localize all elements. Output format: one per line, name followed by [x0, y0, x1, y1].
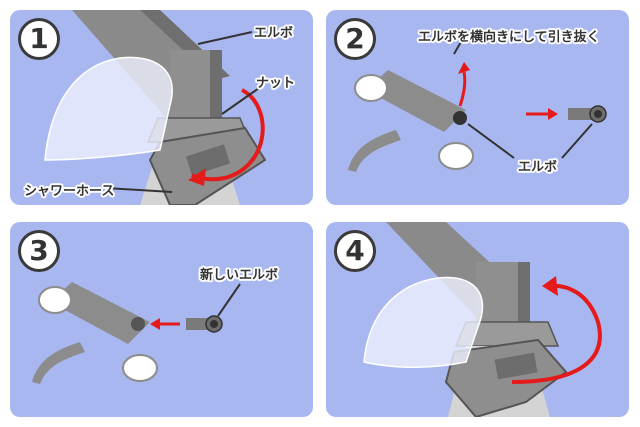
- wrench: [444, 338, 568, 417]
- step-number-badge: 1: [18, 18, 60, 60]
- elbow-port: [131, 317, 145, 331]
- elbow-pipe-shade: [210, 50, 222, 130]
- label-shower-hose: シャワーホース: [24, 184, 115, 199]
- step-1-illustration: [44, 10, 267, 205]
- label-new-elbow: 新しいエルボ: [200, 268, 279, 283]
- leader-elbow-right: [561, 123, 593, 159]
- step-4-illustration: [363, 222, 602, 417]
- label-nut: ナット: [256, 76, 296, 91]
- leader-instruction: [453, 39, 463, 55]
- new-elbow-hole: [210, 320, 218, 328]
- rotation-arrow: [511, 283, 602, 384]
- spout: [348, 130, 401, 172]
- elbow-pipe-shade: [518, 262, 530, 332]
- detached-elbow: [568, 108, 592, 120]
- leader-hose: [105, 187, 173, 193]
- insert-arrow-head: [150, 318, 160, 330]
- label-instruction: エルボを横向きにして引き抜く: [418, 30, 600, 45]
- detached-elbow-hole: [594, 110, 602, 118]
- rubber-cover: [363, 276, 484, 369]
- step-4-panel: 4: [326, 222, 629, 417]
- turn-arrow-head: [458, 62, 470, 74]
- step-number-badge: 4: [334, 230, 376, 272]
- left-handle: [38, 286, 72, 314]
- new-elbow: [186, 318, 208, 330]
- spout: [32, 342, 85, 384]
- faucet-pipe: [50, 282, 150, 344]
- turn-arrow: [458, 71, 467, 107]
- rotation-arrow-head: [188, 168, 206, 186]
- leader-elbow-left: [467, 123, 515, 159]
- faucet-pipe: [366, 70, 466, 132]
- right-handle: [438, 142, 474, 170]
- leader-elbow: [197, 31, 253, 45]
- step-2-illustration: [348, 39, 607, 172]
- leader-nut: [221, 85, 263, 115]
- rotation-arrow-head: [542, 276, 558, 296]
- right-handle: [122, 354, 158, 382]
- pull-arrow-head: [548, 108, 558, 120]
- step-number-badge: 3: [18, 230, 60, 272]
- step-1-panel: 1 エルボ ナット シャワーホース: [10, 10, 313, 205]
- rubber-cover: [44, 56, 173, 161]
- label-elbow: エルボ: [254, 26, 294, 41]
- step-2-panel: 2 エルボを横向きにして引き抜く エルボ: [326, 10, 629, 205]
- leader-new-elbow: [217, 283, 241, 317]
- step-number-badge: 2: [334, 18, 376, 60]
- wrench-adjuster: [494, 352, 538, 380]
- left-handle: [354, 74, 388, 102]
- step-3-panel: 3 新しいエルボ: [10, 222, 313, 417]
- label-elbow: エルボ: [518, 160, 558, 175]
- elbow-port: [453, 111, 467, 125]
- wrench-adjuster: [185, 144, 231, 176]
- step-3-illustration: [32, 282, 241, 384]
